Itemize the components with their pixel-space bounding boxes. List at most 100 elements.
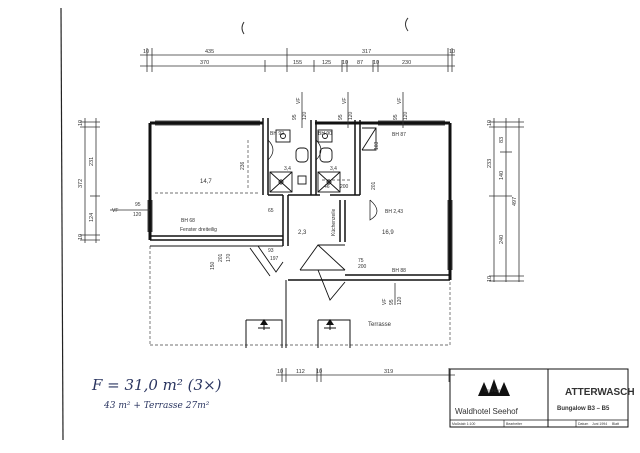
stair-arrow-right — [326, 319, 334, 325]
dim-left-10a: 10 — [78, 120, 84, 126]
dim-right-10a: 10 — [487, 120, 493, 126]
vf-bottom-120: 120 — [397, 296, 403, 305]
vf-1-120: 120 — [302, 111, 308, 120]
vf-bottom-label: VF — [382, 299, 388, 305]
right-dimension-lines — [489, 118, 524, 282]
dim-bottom-319: 319 — [384, 369, 393, 375]
dim-top-317: 317 — [362, 49, 371, 55]
living-area-label: 14,7 — [200, 179, 212, 185]
dim-top-230: 230 — [402, 60, 411, 66]
dim-bottom-112: 112 — [296, 369, 305, 375]
bath-fixtures-2 — [317, 127, 377, 193]
bath-1-label: BH 92 — [270, 131, 284, 137]
dim-65: 65 — [268, 208, 274, 214]
bedroom-dim-103: 103 — [374, 141, 380, 150]
dim-right-83: 83 — [499, 137, 505, 143]
sink-1 — [275, 129, 291, 143]
window-desc: Fenster dreiteilig — [180, 227, 217, 233]
terrace-arrows — [260, 319, 334, 325]
dim-top-10a: 10 — [143, 49, 149, 55]
dim-197: 197 — [270, 256, 279, 262]
bedroom-area: 16,9 — [382, 230, 394, 236]
sink-2 — [317, 129, 333, 143]
bath-fixtures-1 — [269, 129, 309, 193]
logo-name: Waldhotel Seehof — [455, 407, 519, 416]
dim-top-155: 155 — [293, 60, 302, 66]
dim-top-435: 435 — [205, 49, 214, 55]
bath-2-area: 3,4 — [330, 166, 337, 172]
vf-3-120: 120 — [403, 111, 409, 120]
dim-left-124: 124 — [89, 213, 95, 222]
stair-arrow-left — [260, 319, 268, 325]
handwritten-annotation: F = 31,0 m² (3×) 43 m² + Terrasse 27m² — [91, 376, 222, 411]
area-breakdown: 43 m² + Terrasse 27m² — [103, 401, 210, 411]
shower-tray-1 — [269, 171, 293, 193]
vf-label-1: VF — [296, 98, 302, 104]
logo-trees-icon — [478, 379, 510, 396]
hand-mark-1 — [241, 21, 245, 35]
dim-bottom-10a: 10 — [277, 369, 283, 375]
bh-88: BH 88 — [392, 268, 406, 274]
bath-2-num: 46 — [324, 184, 330, 190]
dim-top-10c: 10 — [342, 60, 348, 66]
title-block: SEEHOF Waldhotel Seehof ATTERWASCH Bunga… — [449, 368, 635, 428]
toilet-1 — [295, 147, 309, 163]
dim-top-370: 370 — [200, 60, 209, 66]
window-marks — [147, 120, 453, 270]
outer-walls — [148, 121, 452, 280]
footer-scale: Maßstab 1:100 — [452, 422, 475, 426]
bath-2-size: 200 — [340, 184, 349, 190]
bath-2-label: BH 90 — [318, 131, 332, 137]
left-dimension-lines — [80, 118, 100, 243]
dim-top-10d: 10 — [373, 60, 379, 66]
dim-top-10b: 10 — [449, 49, 455, 55]
dim-201: 201 — [371, 181, 377, 190]
project-name: ATTERWASCH — [565, 387, 635, 398]
vf-3-95: 95 — [393, 114, 399, 120]
dim-170: 170 — [226, 253, 232, 262]
bedroom-sub: BH 2,43 — [385, 209, 403, 215]
bedroom-label: BH 87 — [392, 132, 406, 138]
kitchen-label: Küchenzeile — [331, 209, 337, 236]
footer-date: Juni 1994 — [592, 422, 607, 426]
vf-left-120: 120 — [133, 212, 142, 218]
footer-sheet: Blatt — [612, 422, 619, 426]
inner-walls — [150, 118, 450, 281]
vf-bottom-95: 95 — [389, 299, 395, 305]
dim-right-233: 233 — [487, 159, 493, 168]
dim-236: 236 — [240, 161, 246, 170]
dim-150: 150 — [210, 261, 216, 270]
dim-top-125: 125 — [322, 60, 331, 66]
sheet-border-left — [60, 7, 64, 441]
vent-labels: VF 95 120 VF 95 120 VF 95 120 VF 95 120 … — [112, 98, 409, 305]
area-formula: F = 31,0 m² (3×) — [91, 376, 222, 394]
window-label: BH 68 — [181, 218, 195, 224]
dim-right-140: 140 — [499, 171, 505, 180]
room-labels: 14,7 236 BH 92 3,4 BH 90 3,4 200 46 BH 8… — [180, 131, 406, 328]
dim-top-87: 87 — [357, 60, 363, 66]
vf-2-120: 120 — [348, 111, 354, 120]
vf-left-95: 95 — [135, 202, 141, 208]
dim-75: 75 — [358, 258, 364, 264]
dim-left-231: 231 — [89, 157, 95, 166]
top-dimension-labels: 10 435 317 10 370 155 125 10 87 10 230 — [143, 49, 455, 66]
bottom-dimension-lines — [276, 368, 455, 382]
footer-editor: Bearbeiter — [506, 422, 523, 426]
dim-200: 200 — [358, 264, 367, 270]
hall-area: 2,3 — [298, 230, 307, 236]
top-dimension-lines — [140, 48, 455, 72]
dashed-lines — [149, 140, 451, 346]
dim-bottom-10b: 10 — [316, 369, 322, 375]
dim-right-10b: 10 — [487, 276, 493, 282]
vf-label-3: VF — [397, 98, 403, 104]
vf-1-95: 95 — [292, 114, 298, 120]
left-dimension-labels: 10 372 231 124 10 — [78, 120, 95, 240]
bath-1-area: 3,4 — [284, 166, 291, 172]
dim-right-497: 497 — [512, 197, 518, 206]
logo-top: SEEHOF — [484, 388, 501, 393]
dim-left-372: 372 — [78, 179, 84, 188]
dim-201b: 201 — [218, 253, 224, 262]
dim-left-10b: 10 — [78, 234, 84, 240]
